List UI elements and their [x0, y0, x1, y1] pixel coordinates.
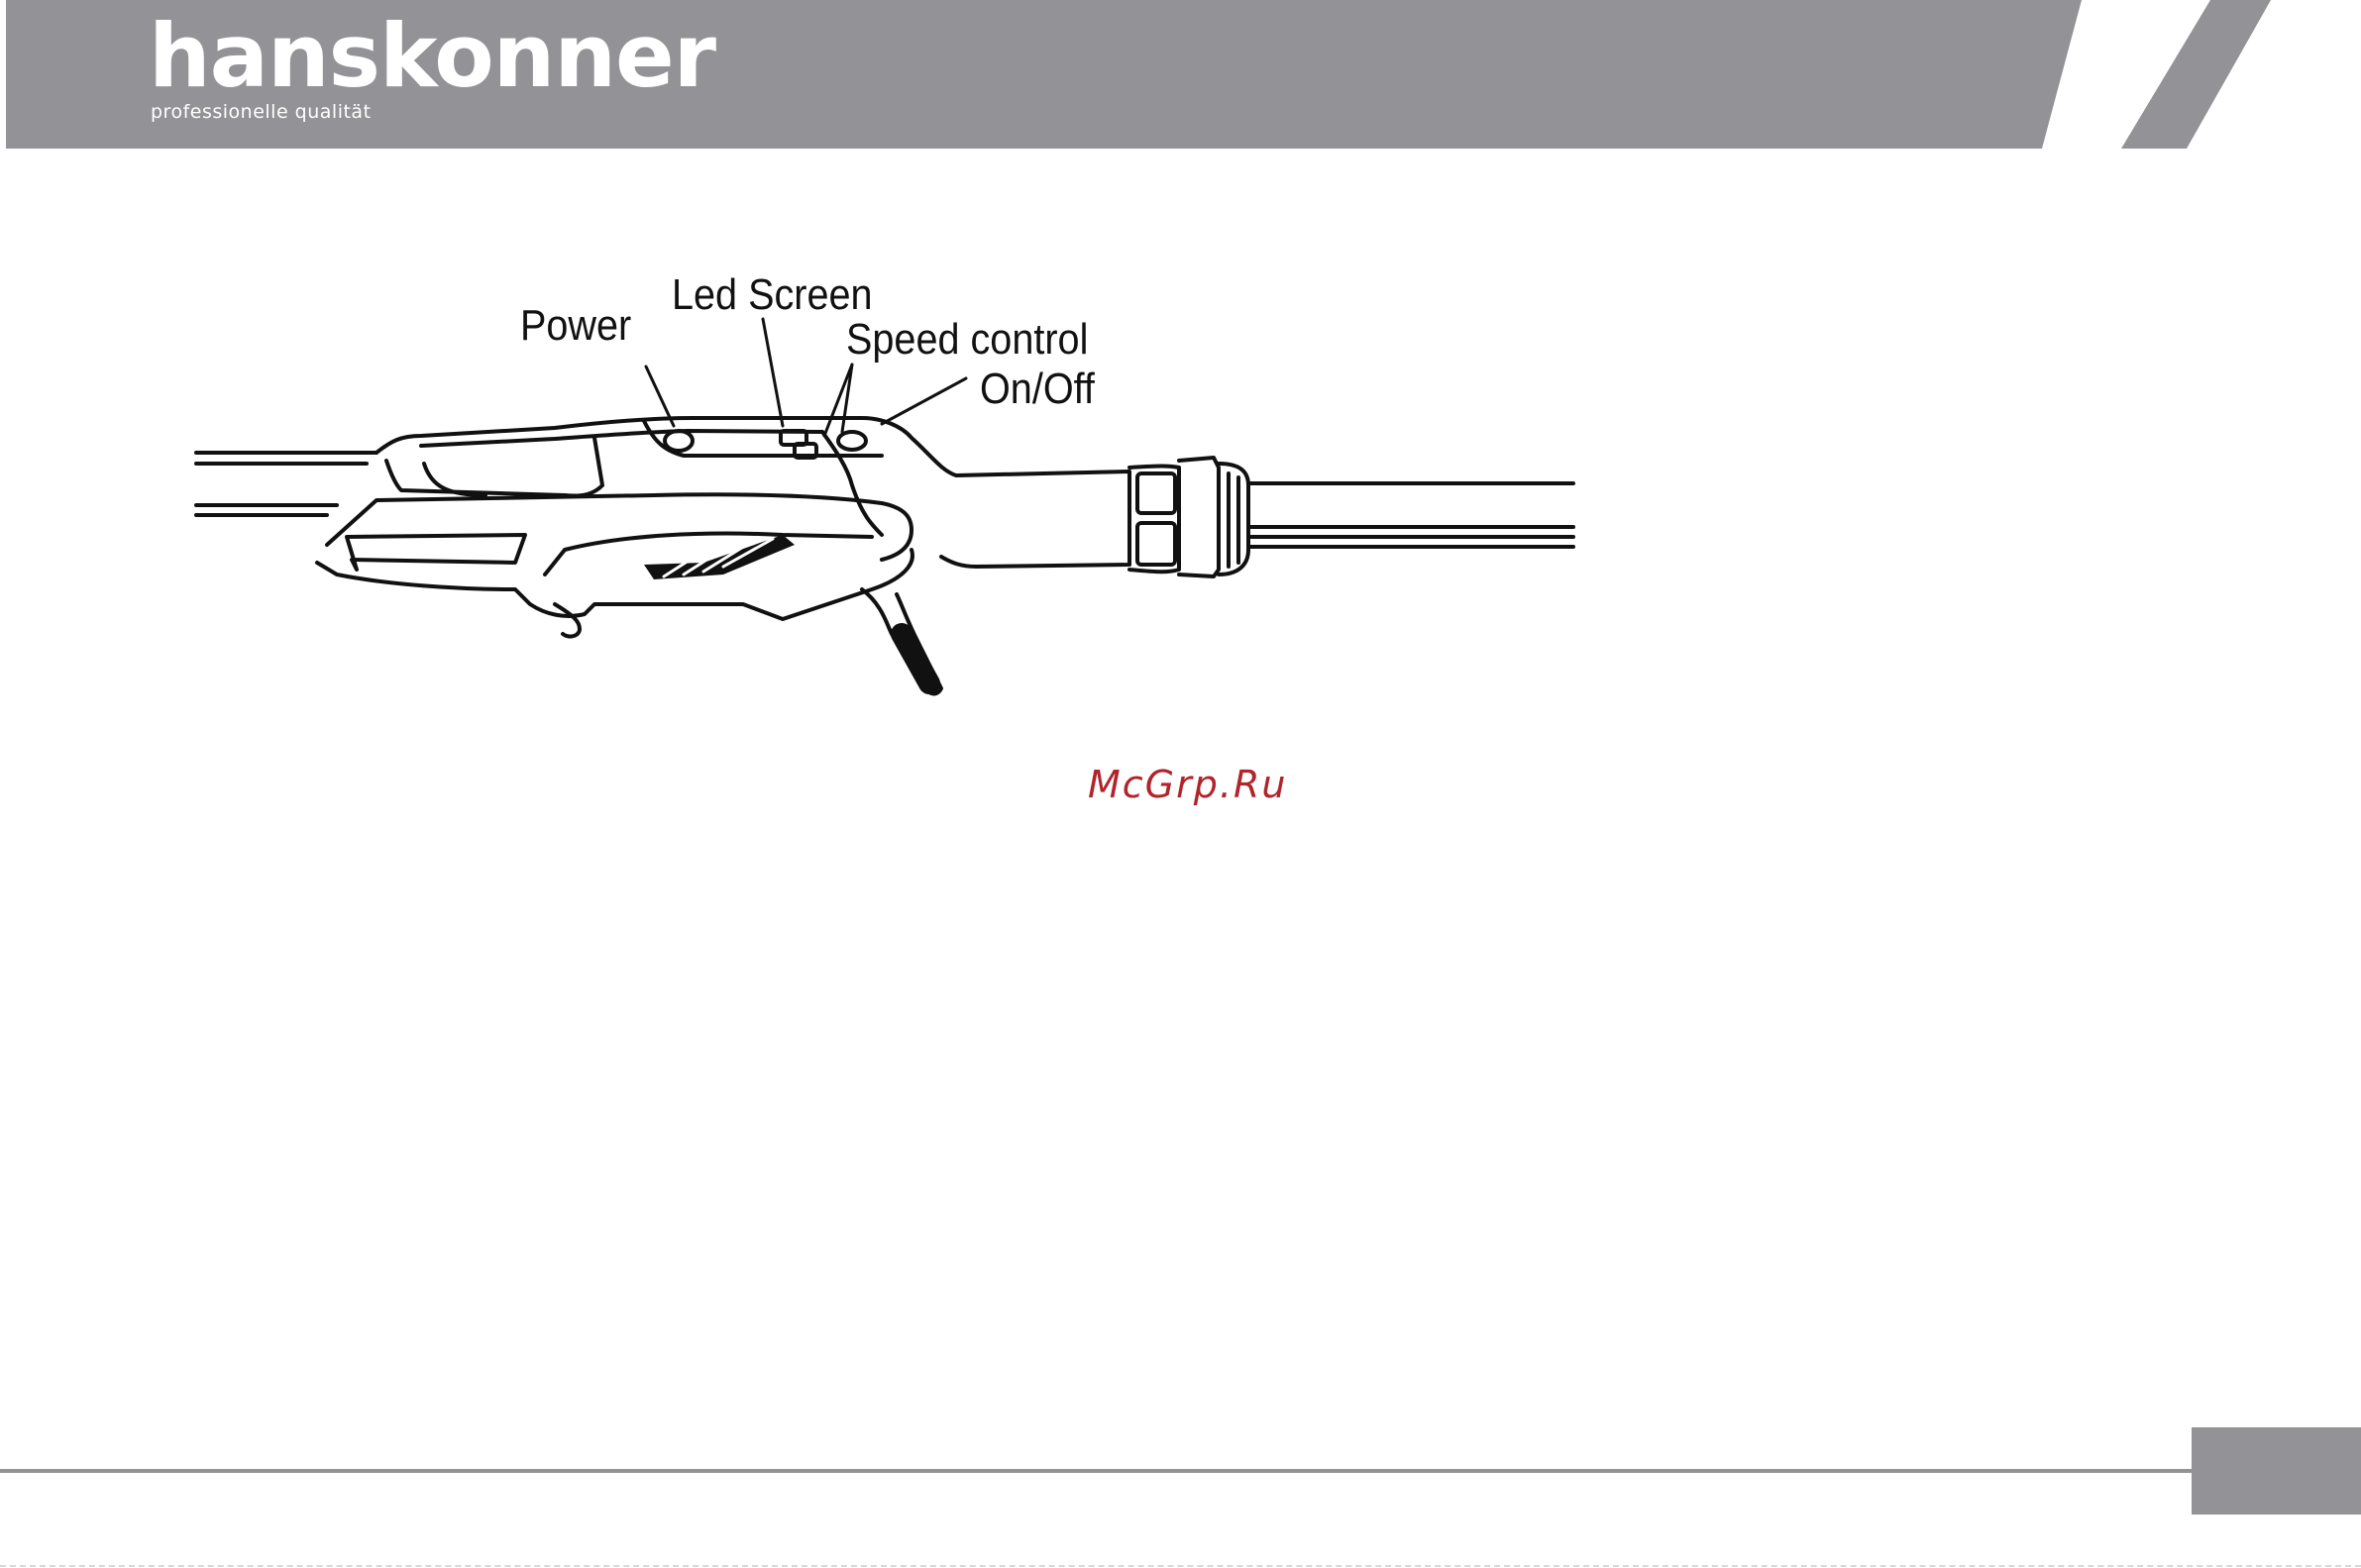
- left-shaft: [196, 453, 376, 515]
- callout-speed-control: Speed control: [846, 315, 1088, 365]
- page-number-tab: [2192, 1427, 2361, 1515]
- brand-logo: hanskonner: [149, 4, 715, 109]
- watermark-text: McGrp.Ru: [1088, 763, 1287, 806]
- power-cord: [862, 589, 941, 693]
- callout-led-screen: Led Screen: [672, 270, 873, 320]
- vent-slots: [644, 535, 795, 579]
- footer-line: [0, 1469, 2192, 1473]
- brand-tagline: professionelle qualität: [151, 101, 372, 123]
- on-off-button: [838, 432, 866, 450]
- right-shaft: [1248, 483, 1573, 547]
- callout-power: Power: [520, 301, 631, 351]
- tool-diagram: Power Led Screen Speed control On/Off: [188, 248, 1585, 713]
- brand-name: hanskonner: [149, 5, 715, 107]
- page-edge-dashes: [0, 1565, 2361, 1567]
- collar: [1129, 458, 1248, 576]
- handle-body: [317, 418, 1129, 636]
- callout-on-off: On/Off: [980, 365, 1095, 414]
- power-button: [665, 431, 693, 451]
